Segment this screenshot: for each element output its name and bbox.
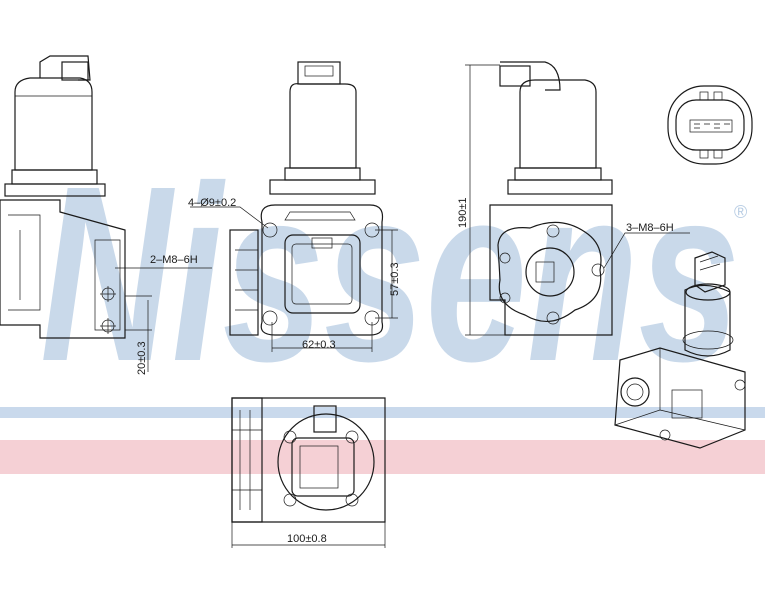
bottom-view	[231, 397, 386, 548]
registered-mark: ®	[734, 202, 747, 222]
nissens-watermark: Nissens	[40, 134, 740, 413]
side-view-right	[465, 61, 690, 336]
height-57-label: 57±0.3	[389, 262, 401, 296]
connector-end-view	[667, 85, 753, 165]
offset-20-label: 20±0.3	[136, 341, 148, 375]
thread-side-label: 2–M8–6H	[150, 254, 198, 266]
width-62-label: 62±0.3	[302, 339, 336, 351]
holes-front-label: 4–Ø9±0.2	[188, 197, 236, 209]
isometric-view	[614, 251, 746, 449]
width-100-label: 100±0.8	[287, 533, 327, 545]
blue-stripe	[0, 407, 765, 418]
pink-stripe	[0, 440, 765, 474]
front-view	[190, 61, 398, 352]
thread-rear-label: 3–M8–6H	[626, 222, 674, 234]
height-190-label: 190±1	[457, 197, 469, 228]
side-view-left	[0, 55, 212, 372]
